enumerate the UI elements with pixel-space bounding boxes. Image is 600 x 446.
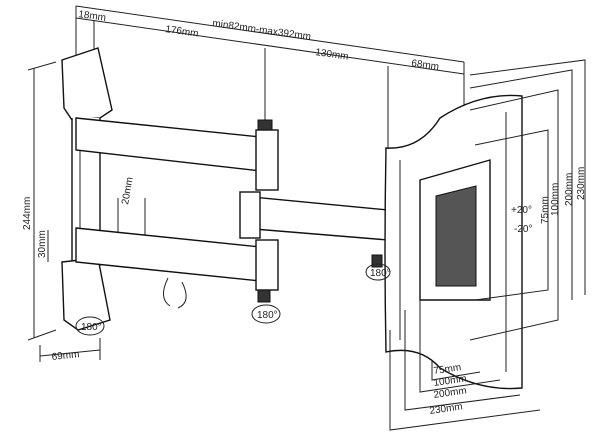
vesa-vertical-frames: [469, 59, 586, 341]
dim-vesa-v-200: 200mm: [564, 173, 575, 206]
dim-176mm: 176mm: [165, 24, 200, 40]
dim-30mm: 30mm: [37, 230, 48, 258]
cable-clip: [163, 277, 187, 309]
dim-68mm: 68mm: [411, 58, 440, 73]
dim-18mm: 18mm: [78, 9, 107, 24]
rotation-label: 180°: [257, 310, 278, 321]
dim-vesa-v-230: 230mm: [576, 167, 587, 200]
rotation-label: 180°: [81, 322, 102, 333]
rotation-wall: 180°: [75, 316, 105, 336]
dim-244mm: 244mm: [22, 197, 33, 230]
rotation-arm: 180°: [251, 304, 281, 324]
wall-plate: [61, 47, 113, 331]
dim-vesa-h-100: 100mm: [433, 373, 468, 389]
vesa-horizontal-frames: [389, 300, 541, 431]
lower-arm: [75, 227, 279, 309]
upper-arm: [75, 117, 279, 191]
dim-130mm: 130mm: [315, 47, 350, 63]
rotation-label: 180°: [370, 268, 391, 279]
dim-vesa-h-75: 75mm: [433, 362, 462, 377]
dim-vesa-v-100: 100mm: [550, 183, 561, 216]
dim-vesa-h-230: 230mm: [429, 401, 464, 417]
tilt-down-label: -20°: [514, 224, 532, 235]
front-arm: [239, 191, 389, 268]
dim-69mm: 69mm: [51, 349, 80, 363]
dim-vesa-h-200: 200mm: [433, 385, 468, 401]
left-dimension-lines: [27, 61, 146, 362]
dim-20mm: 20mm: [120, 176, 136, 205]
vesa-plate: [384, 94, 523, 390]
top-dimension-lines: [75, 5, 465, 150]
dim-extension-range: min82mm-max392mm: [212, 18, 312, 43]
dim-vesa-v-75: 75mm: [540, 196, 551, 224]
tilt-up-label: +20°: [511, 205, 532, 216]
rotation-head: 180°: [365, 263, 391, 281]
